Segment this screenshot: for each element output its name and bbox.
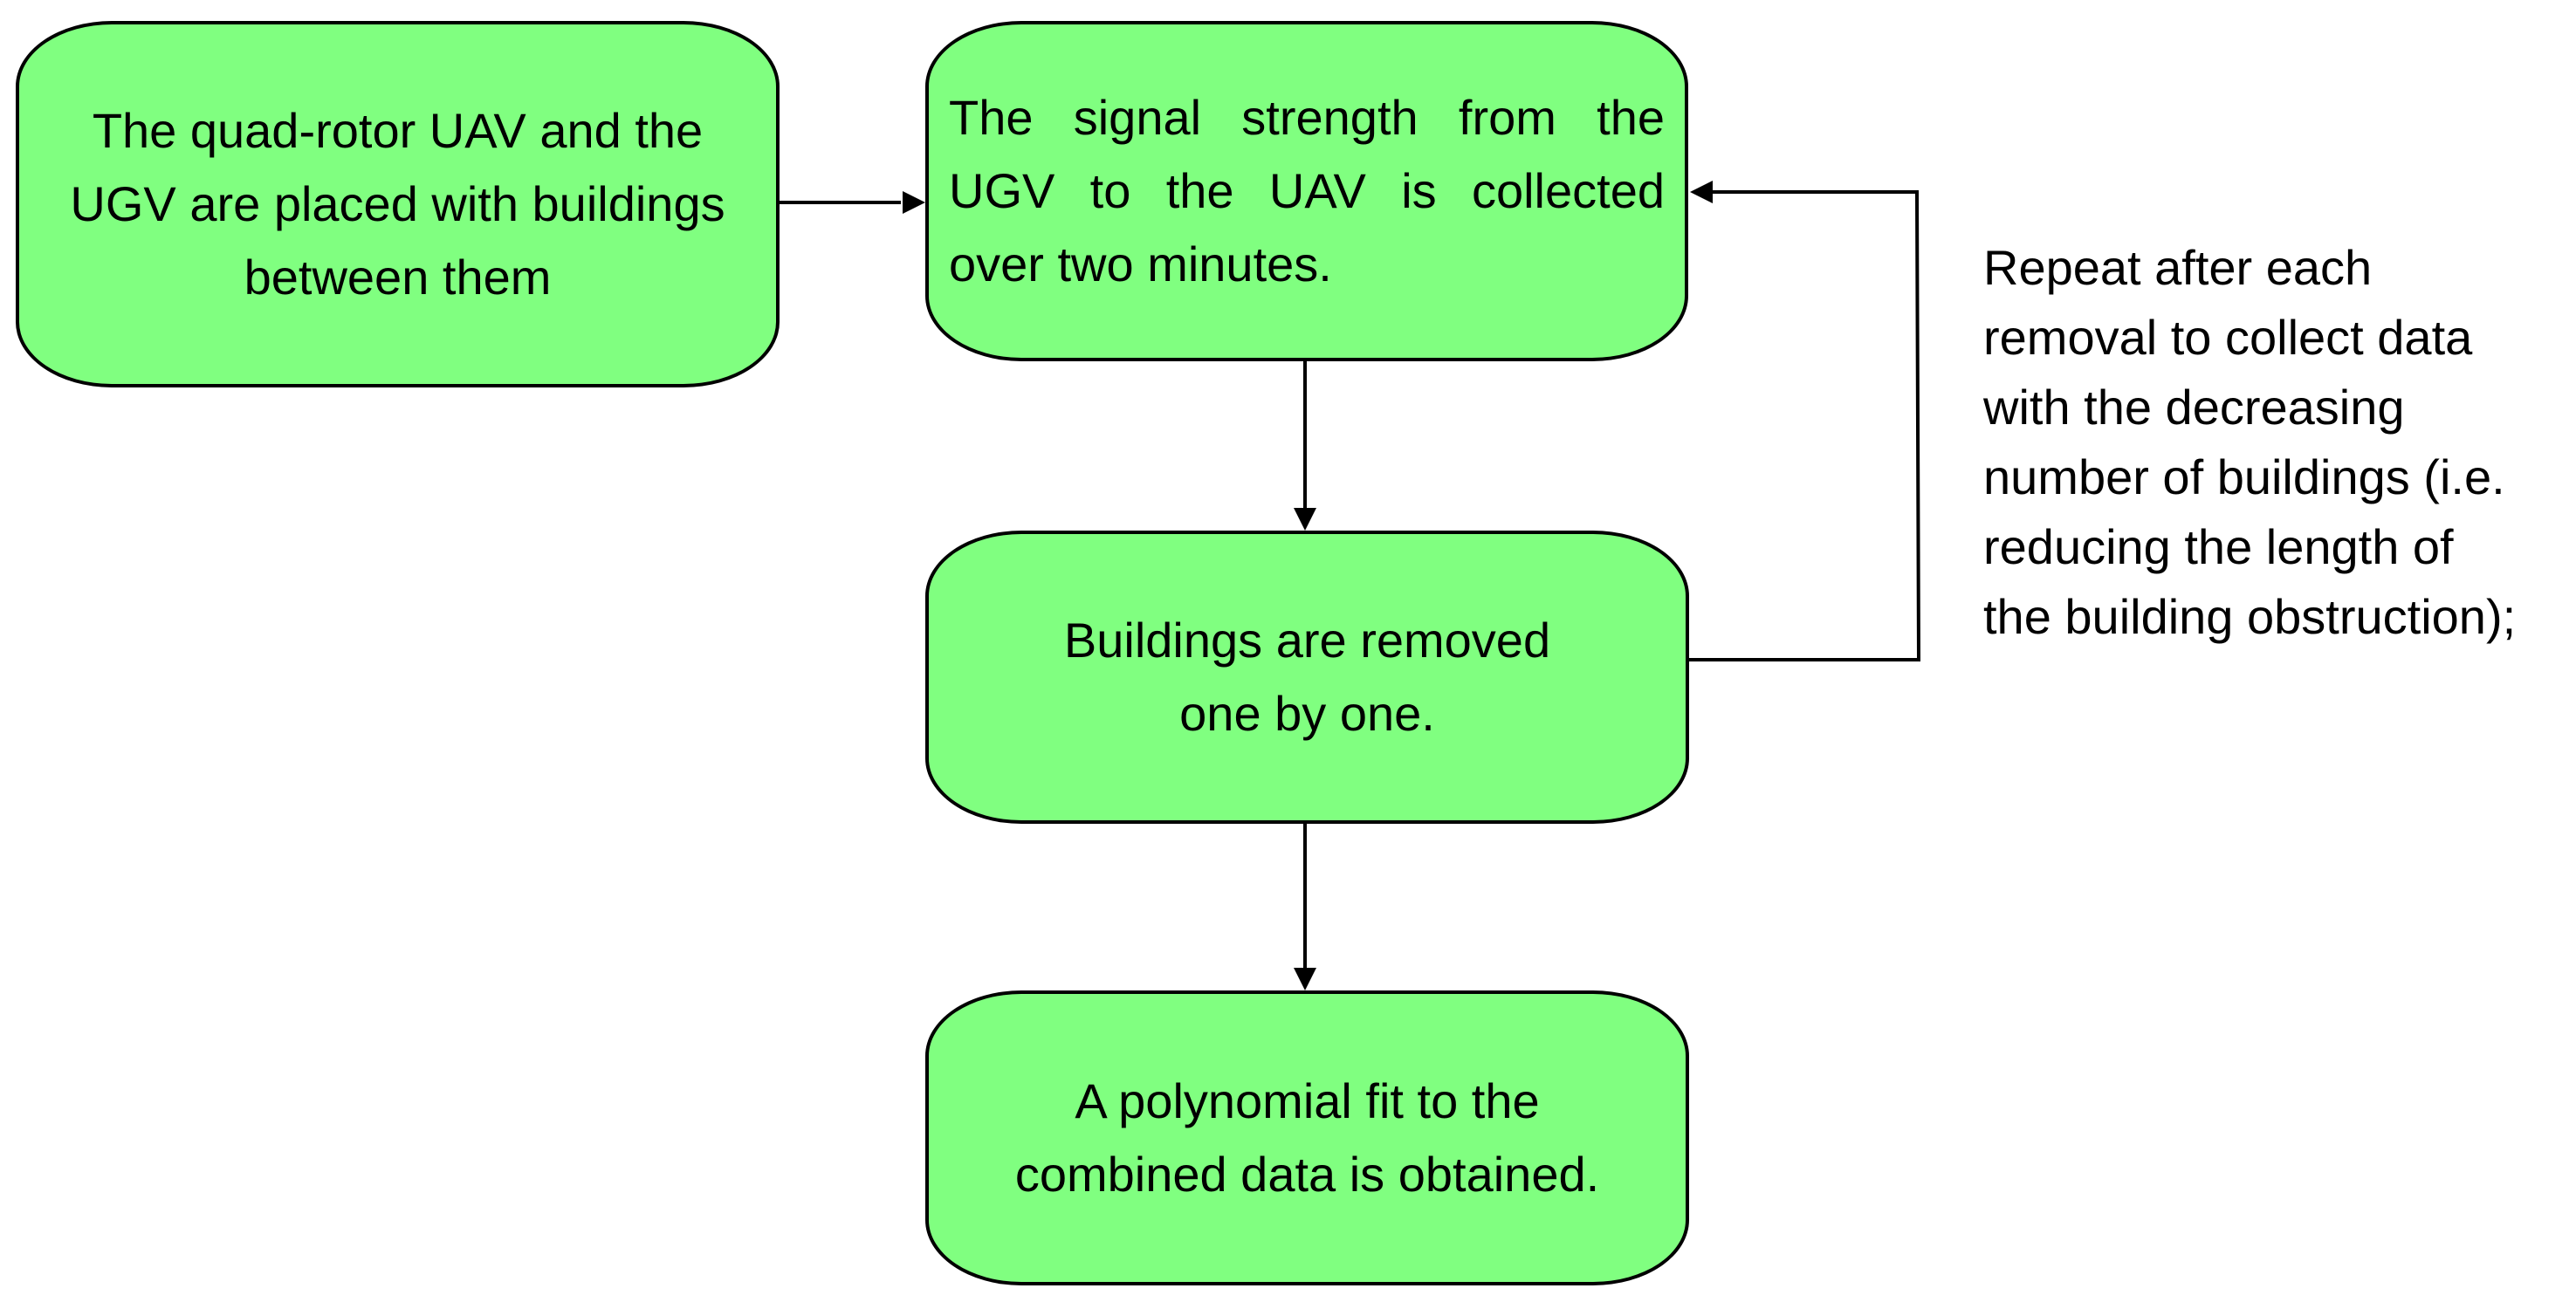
arrow-loop-box3-to-box2 [1689,181,1921,661]
node-polynomial-fit: A polynomial fit to the combined data is… [925,990,1689,1285]
node-remove-buildings-label: Buildings are removed one by one. [1063,613,1551,741]
node-polynomial-fit-label: A polynomial fit to the combined data is… [1014,1073,1600,1202]
arrow-box2-to-box3 [1294,361,1316,531]
node-setup-label: The quad-rotor UAV and the UGV are place… [70,103,725,305]
loop-annotation: Repeat after each removal to collect dat… [1983,240,2517,644]
arrow-box1-to-box2 [780,191,925,214]
node-signal-collection: The signal strength from the UGV to the … [925,21,1688,361]
node-signal-collection-label: The signal strength from the UGV to the … [949,90,1665,291]
arrow-box3-to-box4 [1294,824,1316,990]
node-remove-buildings: Buildings are removed one by one. [925,531,1689,824]
node-setup: The quad-rotor UAV and the UGV are place… [16,21,780,387]
